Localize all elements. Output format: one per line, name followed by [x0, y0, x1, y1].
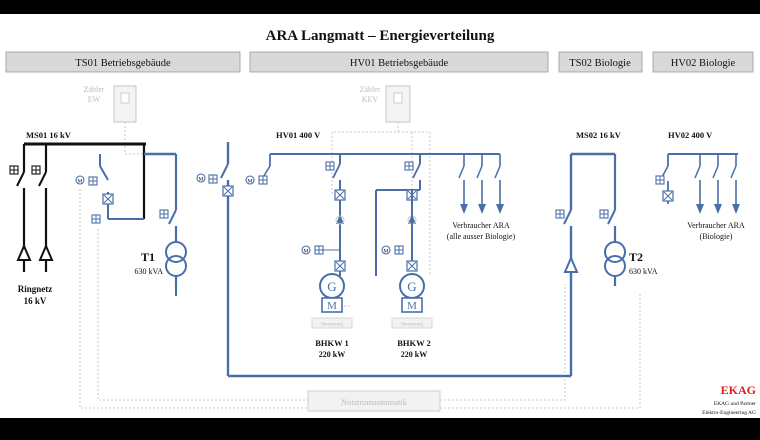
bhkw2-name: BHKW 2 — [397, 338, 431, 348]
svg-text:M: M — [304, 249, 309, 255]
hv01-consumer-feeders — [458, 154, 504, 214]
diagram-canvas: ARA Langmatt – Energieverteilung TS01 Be… — [0, 14, 760, 418]
header-hv01-bar — [249, 51, 549, 73]
bhkw2-power: 220 kW — [401, 350, 427, 359]
bhkw2-m-symbol: M — [407, 300, 417, 312]
consumers-ara-line1: Verbraucher ARA — [452, 221, 510, 230]
bhkw1-name: BHKW 1 — [315, 338, 349, 348]
header-ts01-bar — [5, 51, 241, 73]
meter-ew: Zähler EW — [84, 85, 137, 123]
ms02-label: MS02 16 kV — [576, 130, 622, 140]
bhkw2-control-label: Steuerung — [401, 322, 424, 328]
t1-name: T1 — [141, 250, 155, 264]
transformer-t2: T2 630 kVA — [604, 241, 658, 286]
control-wiring — [79, 122, 641, 409]
meter-kev-box — [385, 85, 411, 123]
company-line2: Elektro-Engineering AG — [702, 410, 756, 416]
header-ts02-label: TS02 Biologie — [569, 58, 631, 69]
meter-ew-window — [120, 92, 130, 104]
hv02-label: HV02 400 V — [668, 130, 713, 140]
company-line1: EKAG und Partner — [714, 401, 756, 407]
grid-label-line2: 16 kV — [24, 296, 47, 306]
meter-kev-line2: KEV — [362, 95, 379, 104]
meter-kev-window — [393, 92, 403, 104]
svg-text:M: M — [199, 177, 204, 183]
bhkw2-g-symbol: G — [407, 279, 416, 294]
meter-kev-line1: Zähler — [360, 85, 381, 94]
svg-text:M: M — [78, 179, 83, 185]
t2-rating: 630 kVA — [629, 267, 658, 276]
bhkw2-feeder: M — [375, 154, 421, 276]
hv01-bus: HV01 400 V M — [245, 130, 500, 185]
bhkw1-m-symbol: M — [327, 300, 337, 312]
section-headers: TS01 Betriebsgebäude HV01 Betriebsgebäud… — [5, 51, 754, 73]
t1-rating: 630 kVA — [134, 267, 163, 276]
bhkw2-motor-box — [401, 297, 423, 313]
bhkw1-generator: G M Steuerung BHKW 1 220 kW — [311, 273, 353, 359]
bhkw1-g-symbol: G — [327, 279, 336, 294]
diagram-title: ARA Langmatt – Energieverteilung — [266, 28, 495, 44]
t2-name: T2 — [629, 250, 643, 264]
bhkw2-generator: G M Steuerung BHKW 2 220 kW — [391, 273, 433, 359]
consumers-bio-line2: (Biologie) — [700, 232, 733, 241]
hv01-label: HV01 400 V — [276, 130, 321, 140]
hv02-bus: HV02 400 V — [655, 130, 740, 214]
meter-ew-line2: EW — [88, 95, 101, 104]
meter-ew-box — [113, 85, 137, 123]
consumers-ara-line2: (alle ausser Biologie) — [447, 232, 516, 241]
single-line-diagram: ARA Langmatt – Energieverteilung TS01 Be… — [5, 28, 756, 416]
bhkw1-control-label: Steuerung — [321, 322, 344, 328]
ms02-bus: MS02 16 kV — [555, 130, 622, 376]
header-hv01-label: HV01 Betriebsgebäude — [350, 58, 449, 69]
company-logo: EKAG — [721, 383, 756, 397]
bhkw1-power: 220 kW — [319, 350, 345, 359]
bhkw2-control-box — [391, 317, 433, 329]
consumers-bio-line1: Verbraucher ARA — [687, 221, 745, 230]
meter-ew-line1: Zähler — [84, 85, 105, 94]
emergency-automation-label: Notstromautomatik — [341, 397, 408, 407]
emergency-automation-box — [307, 390, 441, 412]
ts01-feeders: M — [75, 152, 178, 242]
header-hv02-label: HV02 Biologie — [671, 58, 736, 69]
grid-label-line1: Ringnetz — [18, 284, 53, 294]
t1-lv-feeder: M — [175, 142, 571, 378]
svg-text:M: M — [384, 249, 389, 255]
ms01-bus: MS01 16 kV — [9, 130, 146, 272]
bhkw1-control-box — [311, 317, 353, 329]
bhkw1-feeder: M — [301, 154, 346, 276]
meter-kev: Zähler KEV — [360, 85, 411, 123]
header-hv02-bar — [652, 51, 754, 73]
svg-text:M: M — [248, 179, 253, 185]
header-ts02-bar — [558, 51, 643, 73]
bhkw1-motor-box — [321, 297, 343, 313]
ms01-label: MS01 16 kV — [26, 130, 72, 140]
header-ts01-label: TS01 Betriebsgebäude — [75, 58, 171, 69]
transformer-t1: T1 630 kVA — [134, 241, 187, 289]
